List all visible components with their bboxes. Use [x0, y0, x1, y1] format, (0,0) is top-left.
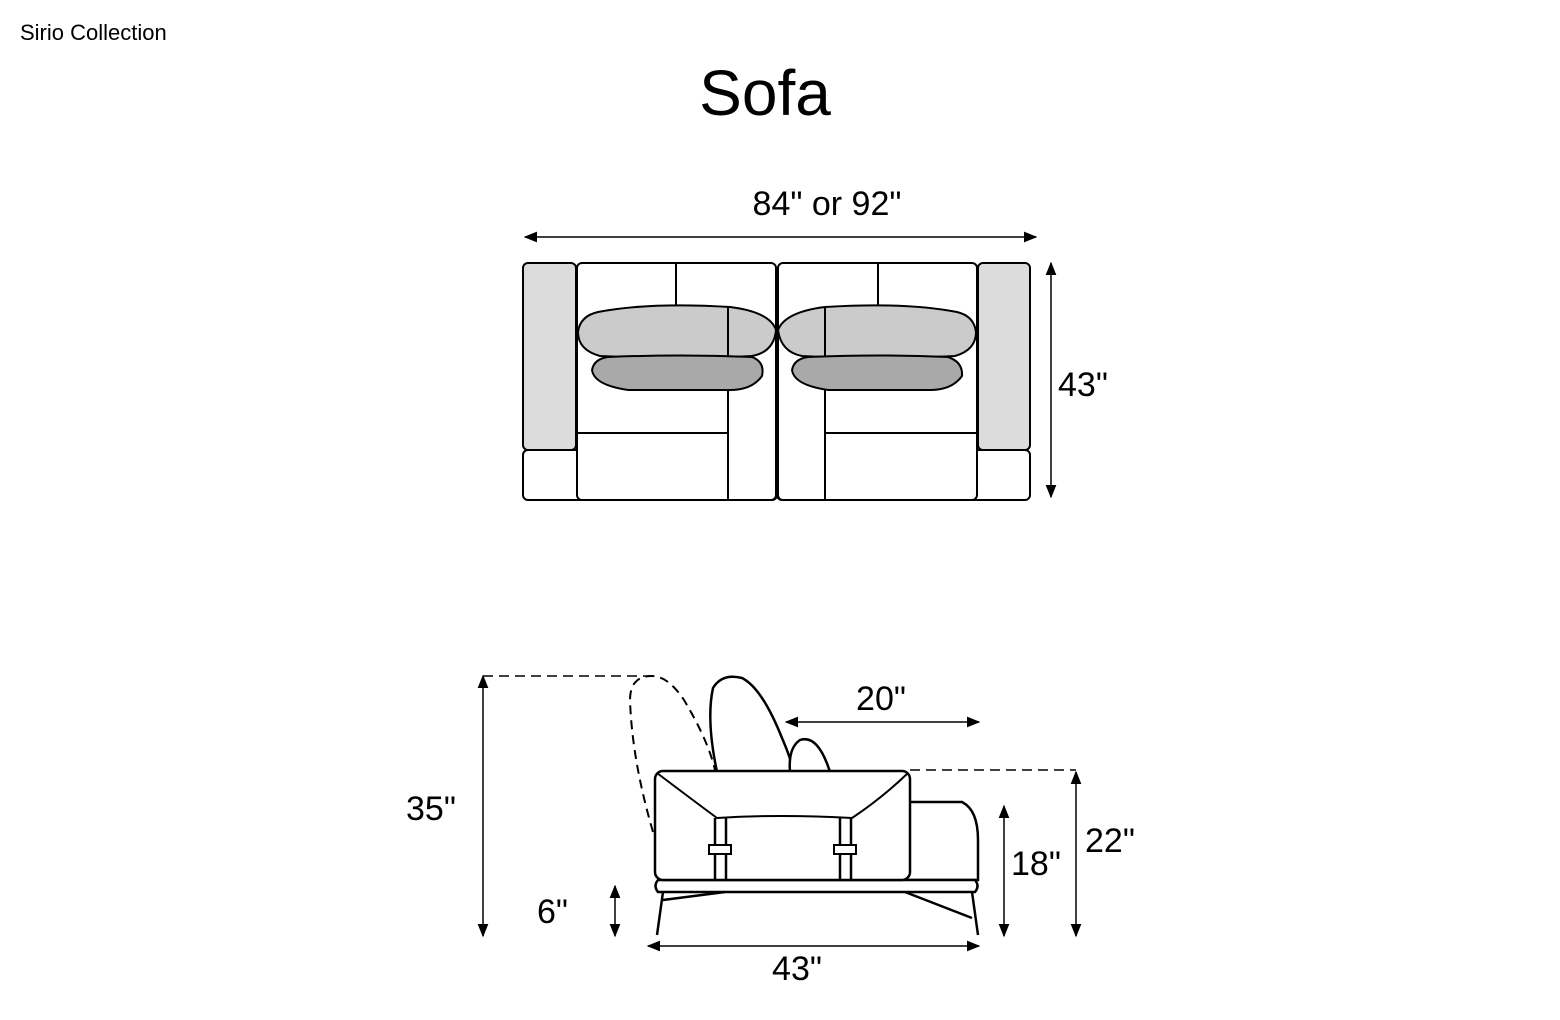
right-armrest: [977, 262, 1031, 451]
seat-depth-label: 20": [856, 680, 906, 718]
left-pillow: [590, 354, 764, 391]
left-armrest: [522, 262, 577, 451]
side-depth-label: 43": [772, 950, 822, 988]
right-pillow: [790, 354, 964, 391]
right-back-cushion: [776, 304, 978, 359]
page-title: Sofa: [699, 57, 831, 129]
leg-clearance-label: 6": [537, 893, 568, 931]
rear-leg: [904, 890, 980, 936]
seat-height-label: 18": [1011, 845, 1061, 883]
sofa-side-view: [628, 674, 980, 936]
total-height-label: 35": [406, 790, 456, 828]
arm-block: [653, 769, 912, 882]
left-back-cushion: [576, 304, 778, 359]
sofa-top-view: [522, 262, 1031, 501]
arm-height-label: 22": [1085, 822, 1135, 860]
backrest: [709, 675, 794, 774]
front-leg: [655, 890, 726, 936]
depth-label: 43": [1058, 366, 1108, 404]
collection-name: Sirio Collection: [20, 20, 167, 45]
width-label: 84" or 92": [753, 185, 902, 223]
seat-cushion-front: [903, 800, 980, 882]
seat-base: [654, 878, 979, 894]
back-pillow: [788, 737, 832, 774]
